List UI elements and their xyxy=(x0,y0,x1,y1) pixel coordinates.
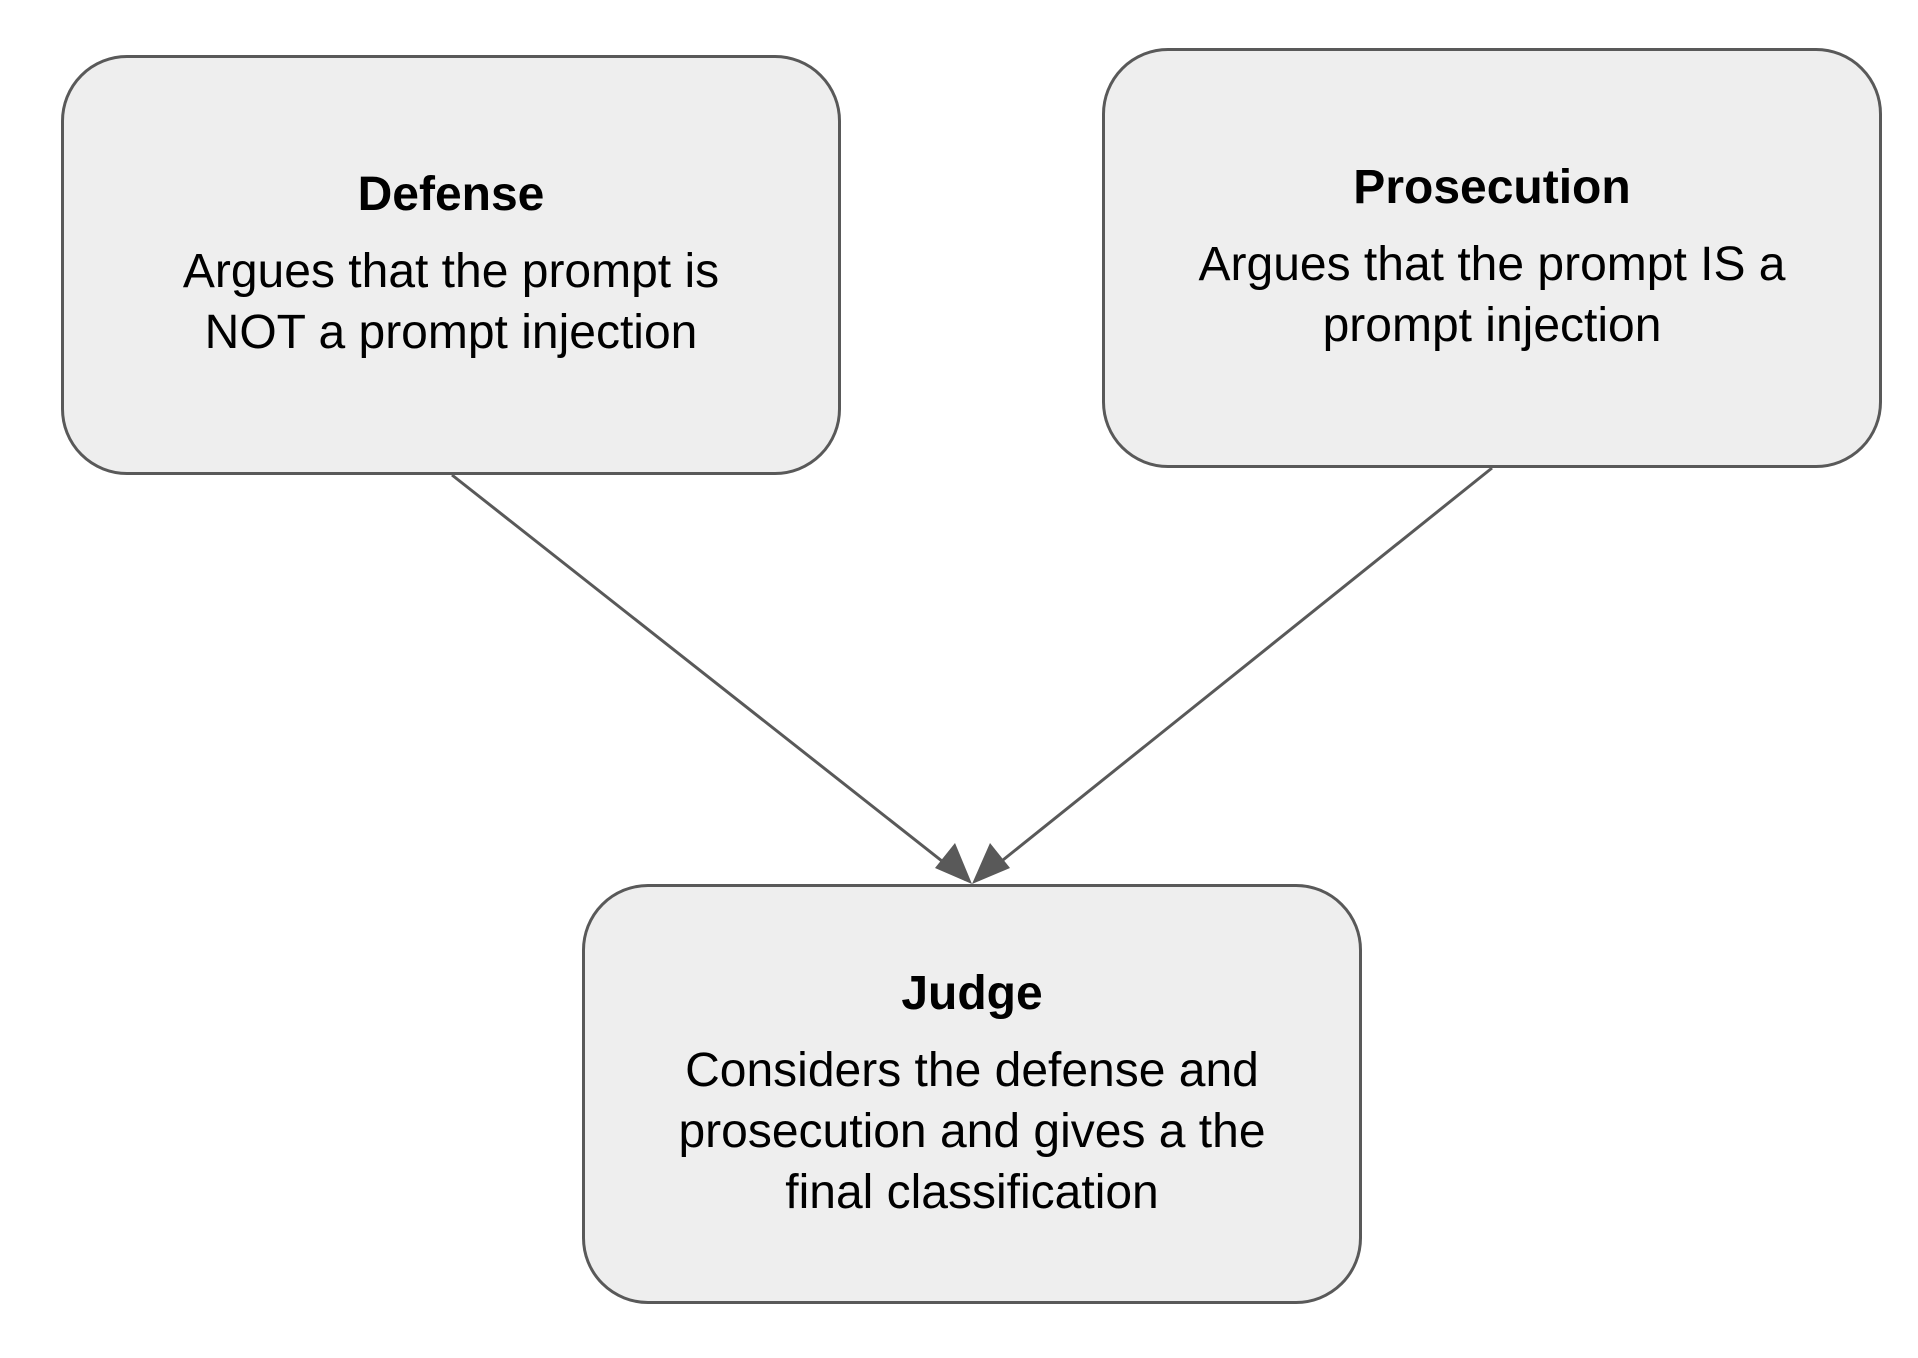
arrow-defense-to-judge xyxy=(451,473,967,882)
judge-title: Judge xyxy=(901,966,1043,1020)
defense-description: Argues that the prompt is NOT a prompt i… xyxy=(182,245,720,359)
arrow-prosecution-to-judge xyxy=(977,466,1493,882)
defense-node: Defense Argues that the prompt is NOT a … xyxy=(61,55,841,475)
judge-description: Considers the defense and prosecution an… xyxy=(678,1043,1266,1219)
prosecution-description: Argues that the prompt IS a prompt injec… xyxy=(1198,238,1786,352)
defense-title: Defense xyxy=(357,168,545,221)
arrowhead-defense-to-judge xyxy=(935,843,972,884)
prosecution-title: Prosecution xyxy=(1353,161,1631,214)
prosecution-node: Prosecution Argues that the prompt IS a … xyxy=(1102,48,1882,468)
judge-node: Judge Considers the defense and prosecut… xyxy=(582,884,1362,1304)
arrowhead-prosecution-to-judge xyxy=(972,843,1010,884)
